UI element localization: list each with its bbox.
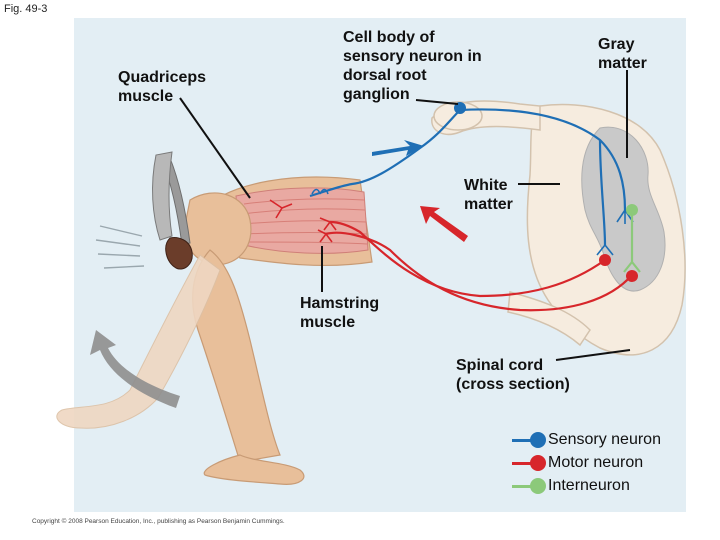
motor-cell-body-1 bbox=[599, 254, 611, 266]
kick-arrow bbox=[90, 330, 180, 408]
sensory-neuron-path bbox=[309, 108, 627, 246]
copyright-notice: Copyright © 2008 Pearson Education, Inc.… bbox=[32, 518, 285, 525]
motor-cell-body-2 bbox=[626, 270, 638, 282]
legend-item-interneuron: Interneuron bbox=[512, 474, 661, 497]
gray-matter-region bbox=[581, 126, 666, 292]
quadriceps-label: Quadriceps muscle bbox=[118, 69, 207, 105]
sensory-cell-body bbox=[454, 102, 466, 114]
foot bbox=[203, 454, 305, 485]
interneuron-cell-body bbox=[626, 204, 638, 216]
leg-ghost bbox=[56, 254, 221, 429]
hamstring-label: Hamstring muscle bbox=[300, 295, 380, 331]
motor-neuron-path bbox=[325, 220, 633, 312]
figure-label: Fig. 49-3 bbox=[4, 3, 48, 15]
legend-label-sensory: Sensory neuron bbox=[548, 430, 661, 448]
gray-matter-label: Gray matter bbox=[598, 36, 647, 72]
reflex-hammer bbox=[95, 151, 193, 270]
legend-item-sensory: Sensory neuron bbox=[512, 428, 661, 451]
white-matter-label: White matter bbox=[464, 177, 513, 213]
knee bbox=[184, 192, 252, 266]
motor-direction-arrow bbox=[420, 206, 468, 242]
sensory-direction-arrow bbox=[372, 140, 424, 156]
leader-lines bbox=[179, 70, 631, 361]
legend-item-motor: Motor neuron bbox=[512, 451, 661, 474]
legend: Sensory neuron Motor neuron Interneuron bbox=[512, 428, 661, 497]
legend-swatch-motor bbox=[512, 454, 546, 471]
cell-body-label: Cell body of sensory neuron in dorsal ro… bbox=[343, 29, 482, 103]
leg-illustration bbox=[56, 176, 373, 485]
interneuron-path bbox=[623, 210, 641, 273]
ventral-root bbox=[507, 291, 591, 347]
legend-swatch-sensory bbox=[512, 431, 546, 448]
legend-swatch-interneuron bbox=[512, 477, 546, 494]
legend-label-interneuron: Interneuron bbox=[548, 476, 630, 494]
spinal-cord-label: Spinal cord (cross section) bbox=[456, 357, 570, 393]
legend-label-motor: Motor neuron bbox=[548, 453, 644, 471]
spinal-cord-cross-section bbox=[431, 100, 686, 356]
